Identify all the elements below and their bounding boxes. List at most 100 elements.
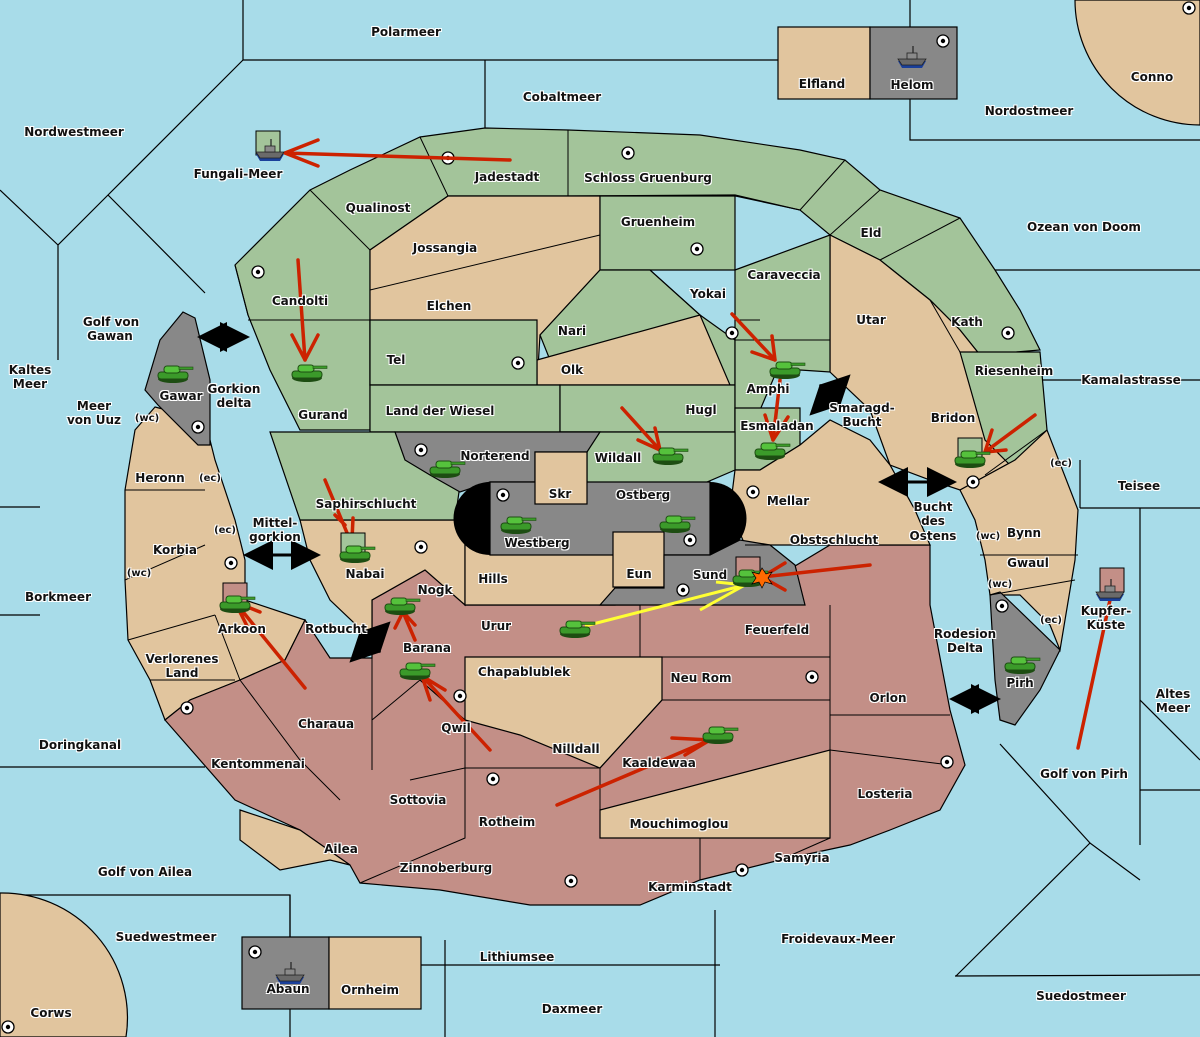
sea-meer-von-uuz-line2[interactable]: von Uuz [66,413,122,427]
province-label-nogk[interactable]: Nogk [417,583,453,597]
sea-golf-von-ailea[interactable]: Golf von Ailea [97,865,193,879]
province-label-qwil[interactable]: Qwil [441,721,471,735]
province-label-jadestadt[interactable]: Jadestadt [474,170,540,184]
province-label-gwaul[interactable]: Gwaul [1007,556,1049,570]
province-corws[interactable] [0,892,129,1037]
sea-suedwestmeer[interactable]: Suedwestmeer [115,930,217,944]
province-label-korbia[interactable]: Korbia [152,543,198,557]
province-label-orlon[interactable]: Orlon [869,691,907,705]
sea-kaltes-meer-line1[interactable]: Kaltes [8,363,52,377]
sea-altes-meer-line2[interactable]: Meer [1155,701,1191,715]
province-label-ostberg[interactable]: Ostberg [615,488,671,502]
province-label-esmaladan[interactable]: Esmaladan [740,419,814,433]
sea-golf-von-gawan-line1[interactable]: Golf von [82,315,140,329]
province-eun[interactable] [612,531,665,588]
province-label-kaaldewaa[interactable]: Kaaldewaa [622,756,696,770]
province-label-samyria[interactable]: Samyria [774,851,830,865]
province-label-corws[interactable]: Corws [30,1006,72,1020]
province-sund[interactable] [598,539,806,606]
province-label-mellar[interactable]: Mellar [766,494,810,508]
province-label-hills[interactable]: Hills [478,572,508,586]
province-label-urur[interactable]: Urur [480,619,512,633]
province-label-ailea[interactable]: Ailea [324,842,358,856]
sea-kupfer-kueste-line1[interactable]: Kupfer- [1080,604,1132,618]
sea-suedostmeer[interactable]: Suedostmeer [1036,989,1126,1003]
sea-golf-von-gawan-line2[interactable]: Gawan [87,329,133,343]
province-label-sottovia[interactable]: Sottovia [389,793,447,807]
province-label-eun[interactable]: Eun [626,567,652,581]
sea-bucht-des-ostens-line2[interactable]: des [921,514,945,528]
province-label-mouchimoglou[interactable]: Mouchimoglou [629,817,729,831]
province-label-skr[interactable]: Skr [548,487,572,501]
province-label-chapablublek[interactable]: Chapablublek [477,665,571,679]
sea-mittelgorkion-line2[interactable]: gorkion [249,530,301,544]
sea-cobaltmeer[interactable]: Cobaltmeer [522,90,602,104]
province-label-sund[interactable]: Sund [692,568,728,582]
sea-altes-meer-line1[interactable]: Altes [1155,687,1191,701]
sea-fungali-meer[interactable]: Fungali-Meer [193,167,283,181]
province-label-land-der-wiesel[interactable]: Land der Wiesel [385,404,495,418]
province-label-saphirschlucht[interactable]: Saphirschlucht [315,497,417,511]
province-label-kath[interactable]: Kath [951,315,983,329]
sea-kupfer-kueste-line2[interactable]: Küste [1086,618,1126,632]
province-label-helom[interactable]: Helom [890,78,934,92]
province-label-caraveccia[interactable]: Caraveccia [747,268,821,282]
province-label-pirh[interactable]: Pirh [1006,676,1034,690]
province-label-obstschlucht[interactable]: Obstschlucht [789,533,879,547]
province-label-gruenheim[interactable]: Gruenheim [620,215,696,229]
sea-kaltes-meer-line2[interactable]: Meer [12,377,48,391]
province-label-nabai[interactable]: Nabai [345,567,385,581]
province-label-gawar[interactable]: Gawar [159,389,203,403]
province-label-conno[interactable]: Conno [1130,70,1174,84]
province-elfland[interactable] [777,26,871,100]
sea-doringkanal[interactable]: Doringkanal [38,738,122,752]
province-label-feuerfeld[interactable]: Feuerfeld [744,623,810,637]
sea-bucht-des-ostens-line3[interactable]: Ostens [909,529,957,543]
province-label-kentommenai[interactable]: Kentommenai [211,757,305,771]
sea-kamalastrasse[interactable]: Kamalastrasse [1081,373,1181,387]
province-ornheim[interactable] [328,936,422,1010]
province-label-arkoon[interactable]: Arkoon [218,622,266,636]
sea-smaragd-bucht-line1[interactable]: Smaragd- [829,401,895,415]
sea-gorkion-delta-line1[interactable]: Gorkion [207,382,261,396]
province-label-neu-rom[interactable]: Neu Rom [670,671,732,685]
province-label-utar[interactable]: Utar [856,313,886,327]
province-skr[interactable] [534,451,588,505]
province-label-qualinost[interactable]: Qualinost [345,201,411,215]
province-ailea[interactable] [239,809,351,871]
province-label-nari[interactable]: Nari [557,324,587,338]
sea-smaragd-bucht-line2[interactable]: Bucht [842,415,882,429]
sea-mittelgorkion-line1[interactable]: Mittel- [252,516,298,530]
province-label-nilldall[interactable]: Nilldall [552,742,600,756]
province-label-candolti[interactable]: Candolti [271,294,329,308]
province-label-riesenheim[interactable]: Riesenheim [974,364,1054,378]
province-label-wildall[interactable]: Wildall [594,451,642,465]
sea-nordwestmeer[interactable]: Nordwestmeer [24,125,124,139]
sea-rodesion-delta-line2[interactable]: Delta [946,641,984,655]
sea-borkmeer[interactable]: Borkmeer [25,590,91,604]
province-label-olk[interactable]: Olk [560,363,584,377]
sea-polarmeer[interactable]: Polarmeer [371,25,441,39]
province-label-elfland[interactable]: Elfland [798,77,846,91]
province-label-bynn[interactable]: Bynn [1006,526,1042,540]
province-label-jossangia[interactable]: Jossangia [412,241,478,255]
province-label-heronn[interactable]: Heronn [135,471,185,485]
province-label-bridon[interactable]: Bridon [930,411,976,425]
province-label-losteria[interactable]: Losteria [857,787,913,801]
province-label-barana[interactable]: Barana [403,641,451,655]
province-label-rotheim[interactable]: Rotheim [478,815,536,829]
province-label-elchen[interactable]: Elchen [426,299,472,313]
province-label-amphi[interactable]: Amphi [746,382,790,396]
sea-daxmeer[interactable]: Daxmeer [541,1002,603,1016]
sea-golf-von-pirh[interactable]: Golf von Pirh [1040,767,1128,781]
province-label-schloss-gruenburg[interactable]: Schloss Gruenburg [584,171,712,185]
sea-gorkion-delta-line2[interactable]: delta [216,396,252,410]
province-label-karminstadt[interactable]: Karminstadt [648,880,732,894]
province-gruenheim[interactable] [599,195,736,271]
province-label-tel[interactable]: Tel [386,353,406,367]
sea-lithiumsee[interactable]: Lithiumsee [479,950,555,964]
sea-froidevaux-meer[interactable]: Froidevaux-Meer [781,932,895,946]
province-label-verlorenes-land-line1[interactable]: Verlorenes [145,652,219,666]
province-label-gurand[interactable]: Gurand [298,408,348,422]
sea-ozean-von-doom[interactable]: Ozean von Doom [1027,220,1141,234]
